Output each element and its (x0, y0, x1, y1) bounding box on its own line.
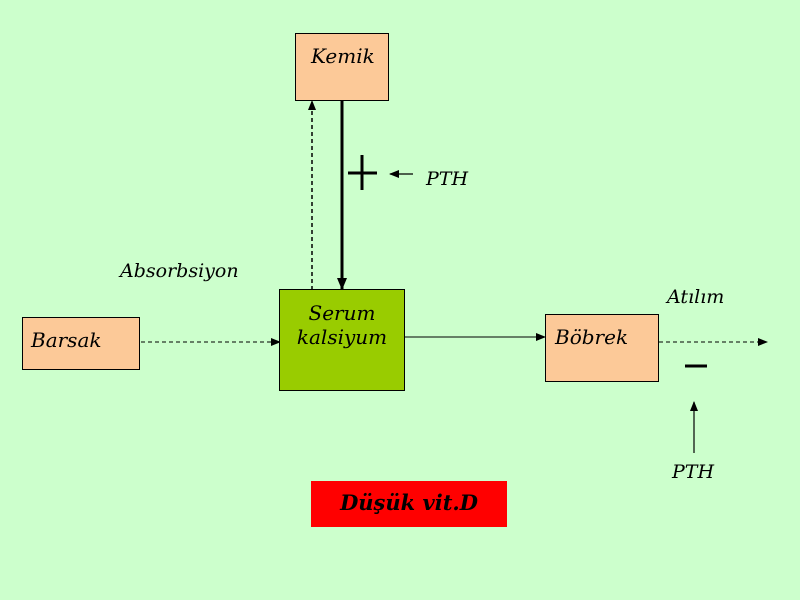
serum-kalsiyum-node: Serum kalsiyum (279, 289, 405, 391)
absorbsiyon-label: Absorbsiyon (120, 260, 239, 282)
serum-label-line2: kalsiyum (296, 325, 388, 349)
atilim-label: Atılım (667, 286, 725, 308)
bobrek-label: Böbrek (555, 325, 629, 349)
kemik-node: Kemik (295, 33, 389, 101)
pth-label-bottom: PTH (672, 461, 715, 483)
serum-label-line1: Serum (308, 301, 376, 325)
barsak-label: Barsak (31, 328, 102, 352)
pth-label-top: PTH (426, 168, 469, 190)
kemik-label: Kemik (311, 44, 375, 68)
low-vitamin-d-banner: Düşük vit.D (311, 481, 507, 527)
barsak-node: Barsak (22, 317, 140, 370)
bobrek-node: Böbrek (545, 314, 659, 382)
